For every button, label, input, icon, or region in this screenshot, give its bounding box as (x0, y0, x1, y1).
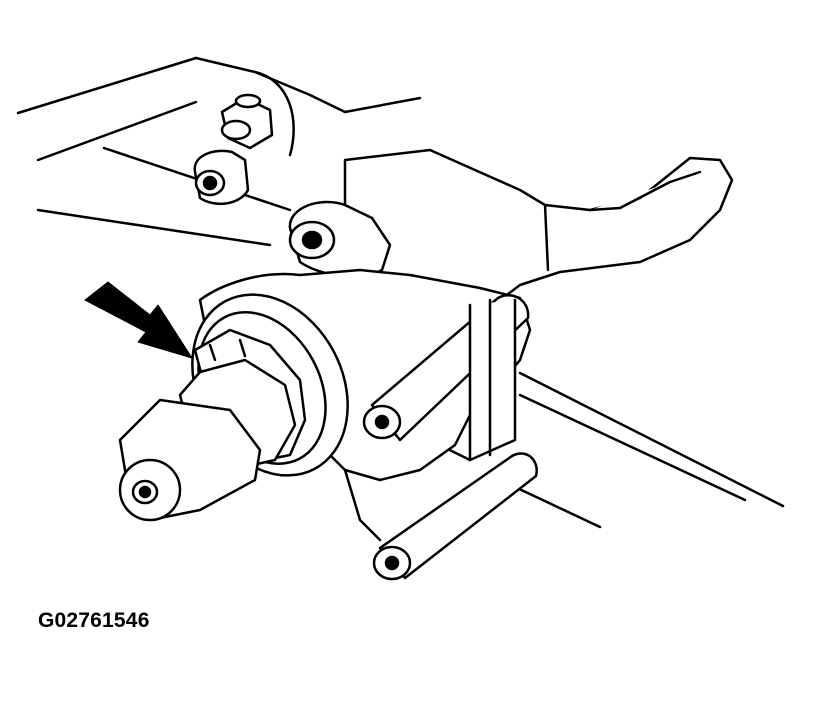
housing-lines (16, 56, 785, 529)
arrow-icon (84, 281, 193, 359)
figure-caption: G02761546 (38, 609, 150, 632)
guide-rods (362, 293, 538, 581)
upper-stud (193, 93, 274, 206)
mounting-bracket (343, 148, 734, 302)
top-bolt (288, 200, 392, 278)
sensor-connector (118, 293, 349, 522)
